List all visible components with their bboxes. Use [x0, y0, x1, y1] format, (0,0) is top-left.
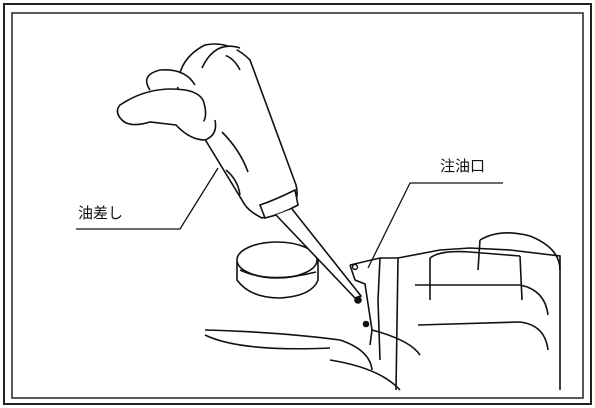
inlet-port [351, 263, 359, 271]
leader-line-oiler [76, 167, 219, 230]
oil-cap [236, 241, 319, 299]
frame-inner [11, 12, 584, 399]
machine-body [204, 232, 561, 391]
hand [116, 45, 241, 141]
frame-outer [3, 3, 592, 405]
leader-line-inlet [367, 182, 503, 269]
label-oiler: 油差し [78, 204, 124, 222]
label-inlet: 注油口 [440, 157, 486, 175]
